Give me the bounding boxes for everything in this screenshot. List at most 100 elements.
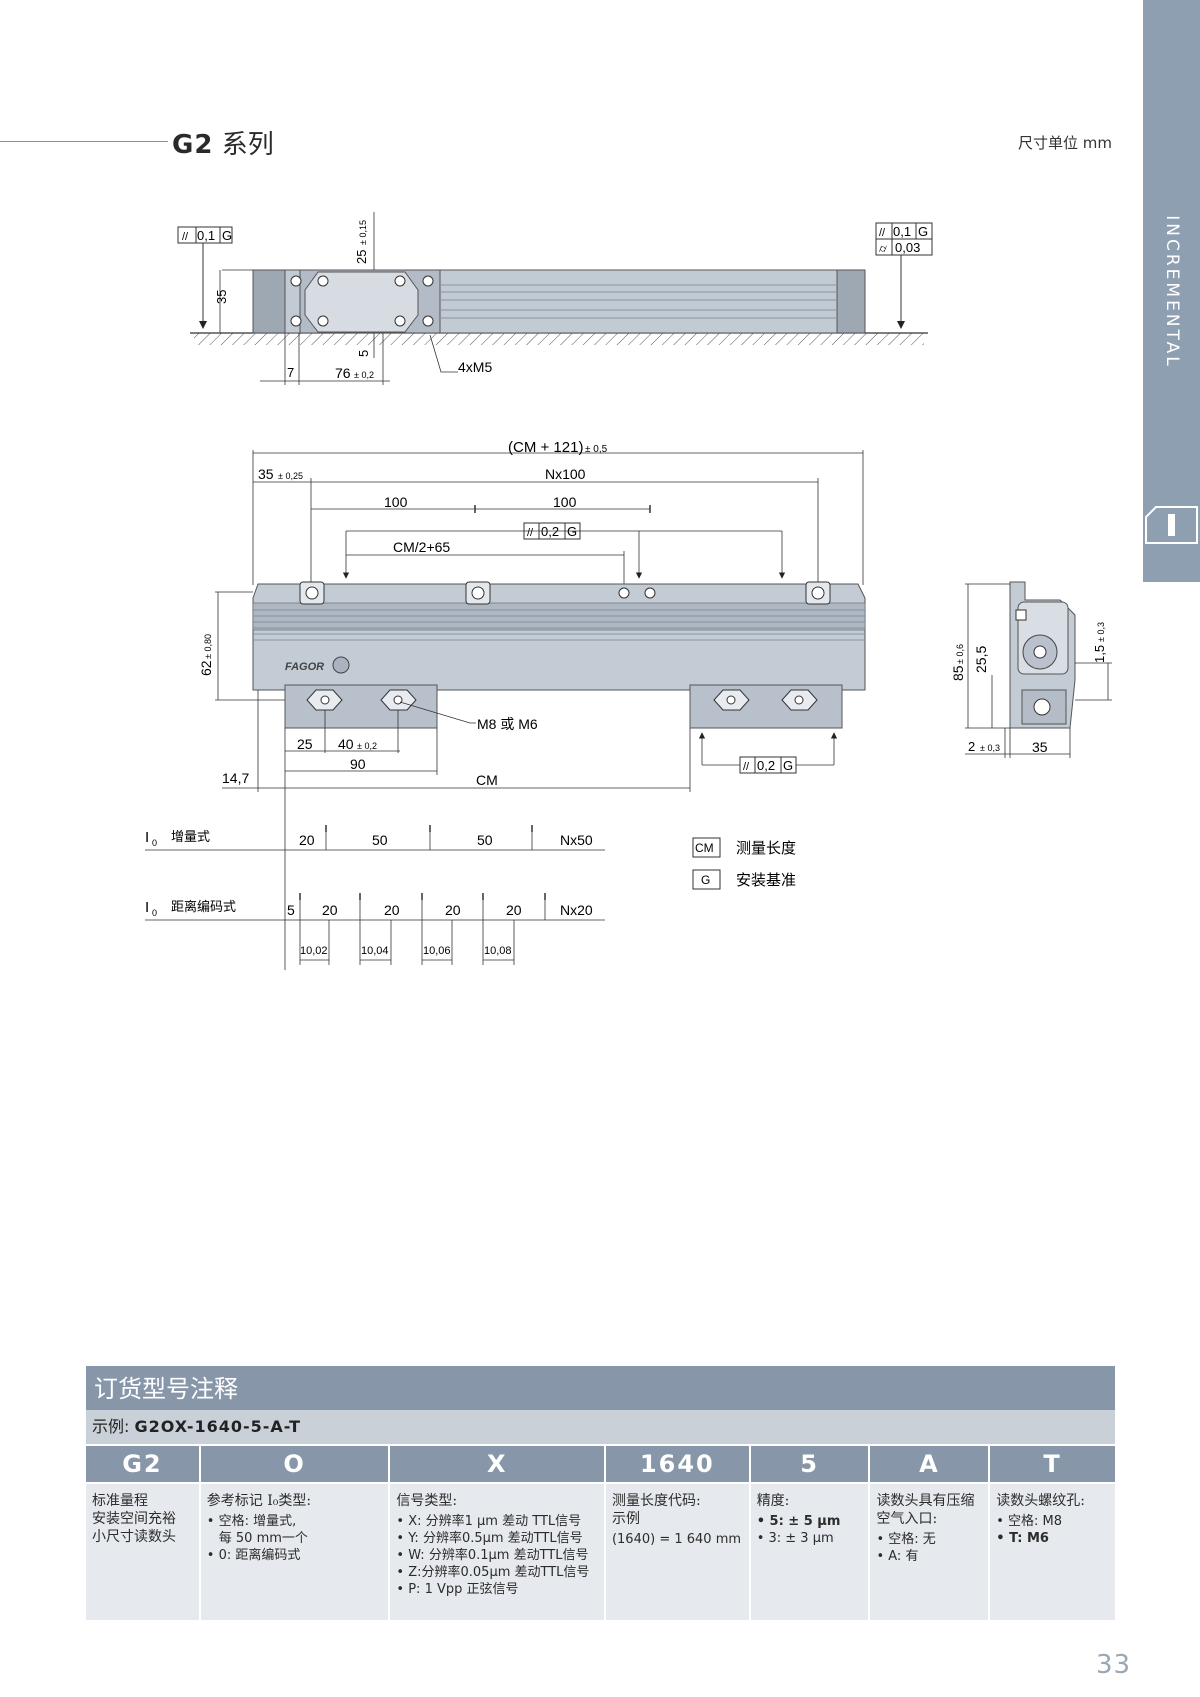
- desc-g2: 标准量程 安装空间充裕 小尺寸读数头: [86, 1484, 199, 1620]
- dim-14-7: 14,7: [222, 770, 249, 786]
- tol-right-value: 0,1: [893, 224, 911, 239]
- dim-25-tol: ± 0,15: [358, 220, 368, 245]
- side-dim-25-5: 25,5: [973, 646, 989, 673]
- section-tab: INCREMENTAL: [1143, 0, 1200, 582]
- dim-100-b: 100: [553, 494, 577, 510]
- order-code-table: 订货型号注释 示例: G2OX-1640-5-A-T G2 O X 1640 5…: [86, 1366, 1115, 1620]
- desc-o: 参考标记 I₀类型: 空格: 增量式, 每 50 mm一个 0: 距离编码式: [200, 1484, 389, 1620]
- code-o: O: [200, 1446, 389, 1482]
- tol-right-ref: G: [918, 224, 928, 239]
- dim-35-tol: ± 0,25: [278, 471, 303, 481]
- dim-7: 7: [287, 365, 294, 380]
- coded-value-5: 20: [506, 902, 522, 918]
- tol-bottom-ref: G: [783, 758, 793, 773]
- coded-sub-3: 10,06: [423, 945, 451, 957]
- code-t: T: [990, 1446, 1115, 1482]
- dim-40: 40: [338, 736, 354, 752]
- coded-sub-1: 10,02: [300, 945, 328, 957]
- desc-1640: 测量长度代码: 示例 (1640) = 1 640 mm: [605, 1484, 749, 1620]
- scale-body-front: [252, 583, 866, 691]
- dim-90: 90: [350, 756, 366, 772]
- title-rule: [0, 141, 168, 142]
- series-code: G2: [172, 130, 214, 160]
- inc-value-1: 20: [299, 832, 315, 848]
- legend: CM 测量长度 G 安装基准: [692, 837, 796, 890]
- desc-row: 标准量程 安装空间充裕 小尺寸读数头 参考标记 I₀类型: 空格: 增量式, 每…: [86, 1484, 1115, 1620]
- tol-mid-ref: G: [567, 524, 577, 539]
- legend-cm-box: [692, 837, 721, 858]
- ref-marks-coded: I 0 距离编码式 5 20 20 20 20 Nx20 10,02 10,04…: [145, 893, 605, 965]
- coded-value-2: 20: [322, 902, 338, 918]
- incremental-name: 增量式: [171, 829, 210, 844]
- code-g2: G2: [86, 1446, 199, 1482]
- tol-bottom-value: 0,2: [757, 758, 775, 773]
- order-title: 订货型号注释: [86, 1366, 1115, 1410]
- dim-5: 5: [356, 350, 371, 357]
- front-view: (CM + 121) ± 0,5 35 ± 0,25 Nx100 100 100…: [198, 439, 866, 792]
- dim-40-tol: ± 0,2: [357, 741, 377, 751]
- svg-text:I: I: [145, 899, 149, 916]
- technical-drawing: // 0,1 G 35 // ⌭ 0,1 G 0,03 25 ± 0,15 5 …: [145, 212, 1112, 970]
- tol-left-ref: G: [222, 228, 232, 243]
- desc-x: 信号类型: X: 分辨率1 µm 差动 TTL信号 Y: 分辨率0.5µm 差动…: [390, 1484, 604, 1620]
- side-dim-85-tol: ± 0,6: [955, 644, 965, 664]
- legend-g-box: [692, 869, 721, 890]
- label-screws: 4xM5: [458, 359, 492, 375]
- page-number: 33: [1096, 1650, 1132, 1680]
- inc-value-4: Nx50: [560, 832, 593, 848]
- tol-right-flatness: 0,03: [895, 240, 920, 255]
- svg-text:0: 0: [152, 838, 157, 848]
- desc-a: 读数头具有压缩 空气入口: 空格: 无 A: 有: [870, 1484, 989, 1620]
- desc-5: 精度: 5: ± 5 µm 3: ± 3 µm: [750, 1484, 869, 1620]
- svg-text:I: I: [145, 829, 149, 846]
- coded-sub-4: 10,08: [484, 945, 512, 957]
- top-view: // 0,1 G 35 // ⌭ 0,1 G 0,03 25 ± 0,15 5 …: [177, 212, 933, 385]
- inc-value-3: 50: [477, 832, 493, 848]
- dim-62: 62: [198, 660, 214, 676]
- inc-value-2: 50: [372, 832, 388, 848]
- dim-25: 25: [354, 250, 369, 264]
- side-dim-2: 2: [968, 739, 975, 754]
- svg-text://: //: [879, 227, 886, 239]
- coded-value-1: 5: [287, 902, 295, 918]
- section-tab-label: INCREMENTAL: [1161, 215, 1182, 369]
- dim-nx100: Nx100: [545, 466, 586, 482]
- dim-76: 76: [335, 365, 351, 381]
- svg-text://: //: [182, 231, 189, 243]
- order-example-code: G2OX-1640-5-A-T: [134, 1417, 301, 1436]
- code-5: 5: [750, 1446, 869, 1482]
- side-view: 85 ± 0,6 25,5 1,5 ± 0,3 2 ± 0,3 35: [950, 581, 1112, 758]
- mount-block-left: [284, 684, 438, 729]
- dim-height: 35: [214, 290, 229, 304]
- order-example-prefix: 示例:: [92, 1417, 130, 1436]
- dim-total-tol: ± 0,5: [585, 444, 608, 455]
- side-dim-85: 85: [950, 665, 966, 681]
- side-dim-2-tol: ± 0,3: [980, 743, 1000, 753]
- order-example: 示例: G2OX-1640-5-A-T: [86, 1410, 1115, 1444]
- code-1640: 1640: [605, 1446, 749, 1482]
- svg-text:⌭: ⌭: [879, 243, 887, 255]
- side-dim-1-5-tol: ± 0,3: [1096, 622, 1106, 642]
- legend-cm-text: 测量长度: [736, 840, 796, 857]
- code-a: A: [870, 1446, 989, 1482]
- legend-cm-code: CM: [695, 841, 714, 855]
- dim-25-bottom: 25: [297, 736, 313, 752]
- label-m8: M8 或 M6: [477, 716, 538, 732]
- coded-value-6: Nx20: [560, 902, 593, 918]
- unit-note: 尺寸单位 mm: [1018, 134, 1112, 152]
- svg-text:0: 0: [152, 908, 157, 918]
- tol-left-value: 0,1: [197, 228, 215, 243]
- dim-100-a: 100: [384, 494, 408, 510]
- dim-cm: CM: [476, 772, 498, 788]
- brand-logo: FAGOR: [285, 661, 324, 673]
- dim-62-tol: ± 0,80: [203, 634, 213, 659]
- dim-76-tol: ± 0,2: [354, 370, 374, 380]
- coded-value-4: 20: [445, 902, 461, 918]
- legend-g-text: 安装基准: [736, 872, 796, 889]
- code-x: X: [390, 1446, 604, 1482]
- ref-marks-incremental: I 0 增量式 20 50 50 Nx50: [145, 792, 605, 970]
- svg-text://: //: [527, 527, 534, 539]
- mount-block-right: [689, 684, 843, 729]
- reader-head-top: [304, 271, 419, 333]
- coded-name: 距离编码式: [171, 899, 236, 914]
